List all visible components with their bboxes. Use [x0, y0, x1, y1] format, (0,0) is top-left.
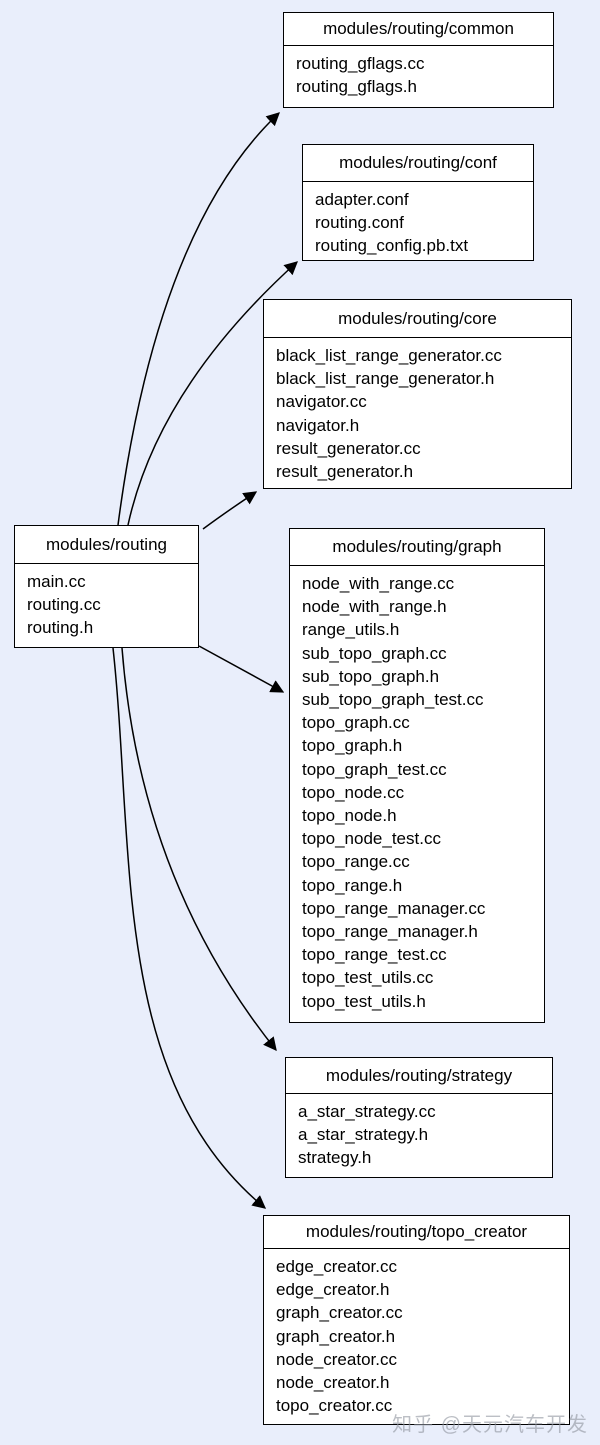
node-title: modules/routing/topo_creator: [264, 1216, 569, 1249]
file-item: topo_graph.h: [302, 736, 403, 756]
file-item: main.cc: [27, 572, 86, 591]
file-item: sub_topo_graph.cc: [302, 643, 447, 663]
file-item: node_creator.cc: [276, 1349, 397, 1369]
node-title: modules/routing/core: [264, 300, 571, 338]
file-item: topo_range_test.cc: [302, 945, 447, 965]
watermark: 知乎 @天元汽车开发: [392, 1414, 588, 1436]
node-title: modules/routing/graph: [290, 529, 544, 566]
file-item: topo_test_utils.cc: [302, 968, 434, 988]
edge-routing-to-graph: [198, 645, 285, 693]
file-item: range_utils.h: [302, 620, 400, 640]
file-item: topo_range.h: [302, 875, 403, 895]
file-item: topo_creator.cc: [276, 1396, 393, 1416]
node-modules-routing-graph: modules/routing/graph node_with_range.cc…: [289, 528, 545, 1023]
edge-routing-to-core: [202, 491, 258, 530]
file-item: routing_config.pb.txt: [315, 236, 469, 256]
file-item: a_star_strategy.cc: [298, 1102, 436, 1121]
node-modules-routing-conf: modules/routing/conf adapter.conf routing…: [302, 144, 534, 261]
file-item: strategy.h: [298, 1148, 372, 1168]
node-modules-routing-common: modules/routing/common routing_gflags.cc…: [283, 12, 554, 108]
node-file-list: adapter.conf routing.conf routing_config.p…: [303, 182, 533, 264]
edge-routing-to-strategy: [121, 647, 277, 1052]
file-item: navigator.cc: [276, 392, 367, 412]
file-item: topo_node.cc: [302, 782, 405, 802]
file-item: edge_creator.cc: [276, 1257, 397, 1276]
file-item: routing.cc: [27, 595, 101, 615]
node-modules-routing-topo-creator: modules/routing/topo_creator edge_creato…: [263, 1215, 570, 1425]
node-title: modules/routing/conf: [303, 145, 533, 182]
file-item: node_with_range.cc: [302, 574, 455, 593]
file-item: topo_node.h: [302, 806, 397, 826]
file-item: graph_creator.h: [276, 1326, 396, 1346]
node-file-list: main.cc routing.cc routing.h: [15, 564, 198, 646]
node-file-list: black_list_range_generator.cc black_list_…: [264, 338, 571, 489]
node-modules-routing-core: modules/routing/core black_list_range_ge…: [263, 299, 572, 489]
file-item: sub_topo_graph_test.cc: [302, 690, 484, 710]
file-item: result_generator.cc: [276, 438, 421, 458]
file-item: topo_node_test.cc: [302, 829, 441, 849]
file-item: routing_gflags.cc: [296, 54, 425, 73]
file-item: node_with_range.h: [302, 597, 447, 617]
file-item: topo_range_manager.h: [302, 922, 478, 942]
file-item: topo_range.cc: [302, 852, 410, 872]
file-item: routing.h: [27, 618, 94, 638]
file-item: sub_topo_graph.h: [302, 666, 440, 686]
edge-routing-to-common: [117, 112, 280, 526]
edge-routing-to-topo-creator: [112, 647, 267, 1209]
file-item: edge_creator.h: [276, 1280, 390, 1300]
node-title: modules/routing/strategy: [286, 1058, 552, 1094]
node-file-list: routing_gflags.cc routing_gflags.h: [284, 46, 553, 104]
file-item: routing.conf: [315, 213, 404, 233]
node-modules-routing: modules/routing main.cc routing.cc routing…: [14, 525, 199, 648]
file-item: routing_gflags.h: [296, 77, 417, 97]
node-file-list: edge_creator.cc edge_creator.h graph_creat…: [264, 1249, 569, 1423]
file-item: topo_range_manager.cc: [302, 898, 486, 918]
file-item: navigator.h: [276, 415, 360, 435]
node-modules-routing-strategy: modules/routing/strategy a_star_strategy…: [285, 1057, 553, 1178]
file-item: adapter.conf: [315, 190, 409, 209]
file-item: black_list_range_generator.h: [276, 369, 495, 389]
file-item: node_creator.h: [276, 1373, 390, 1393]
file-item: graph_creator.cc: [276, 1303, 403, 1323]
file-item: topo_graph.cc: [302, 713, 410, 733]
file-item: topo_graph_test.cc: [302, 759, 447, 779]
file-item: a_star_strategy.h: [298, 1125, 429, 1145]
node-title: modules/routing: [15, 526, 198, 564]
file-item: black_list_range_generator.cc: [276, 346, 502, 365]
file-item: topo_test_utils.h: [302, 991, 426, 1011]
node-title: modules/routing/common: [284, 13, 553, 46]
file-item: result_generator.h: [276, 462, 414, 482]
